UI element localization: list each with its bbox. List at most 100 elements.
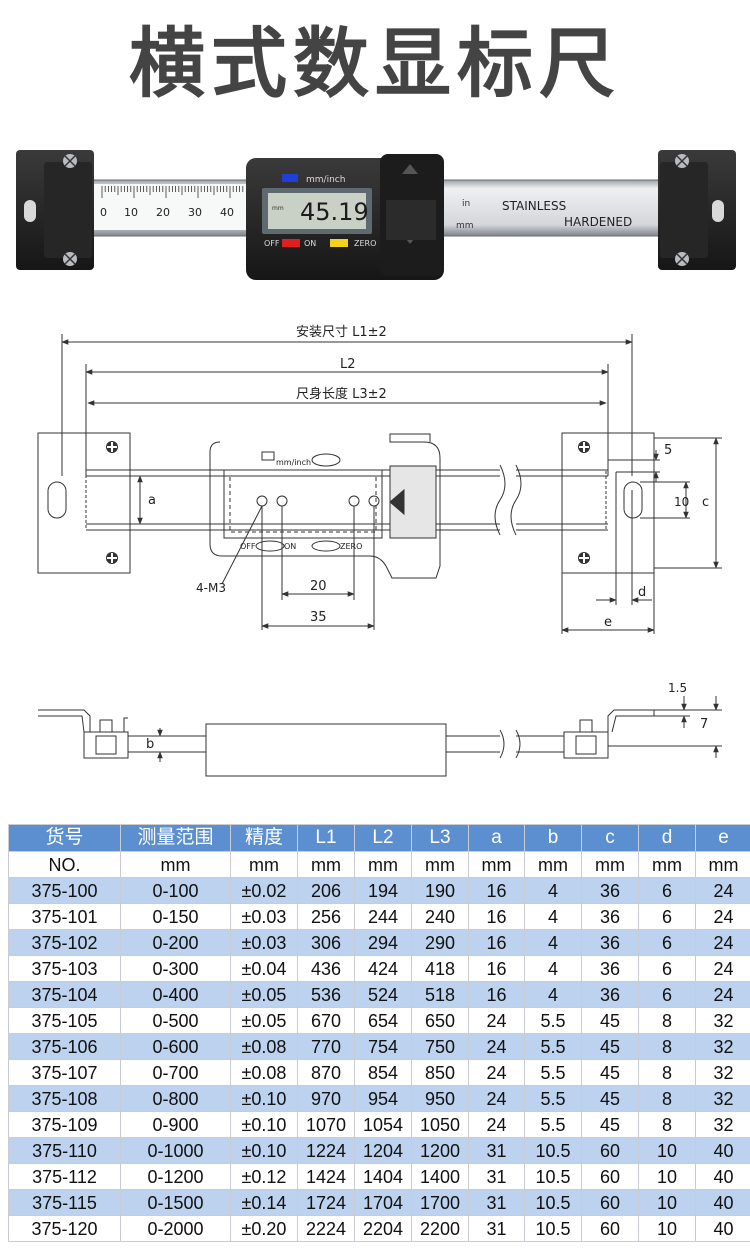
unit-header: mm xyxy=(468,851,525,878)
table-cell: 24 xyxy=(695,981,750,1008)
table-cell: 0-400 xyxy=(120,981,231,1008)
table-cell: 244 xyxy=(354,903,412,930)
column-header: L1 xyxy=(297,824,355,852)
table-cell: 1704 xyxy=(354,1189,412,1216)
table-cell: 2200 xyxy=(411,1215,469,1242)
table-cell: 654 xyxy=(354,1007,412,1034)
table-cell: 375-104 xyxy=(8,981,121,1008)
table-cell: 5.5 xyxy=(524,1007,582,1034)
unit-header: mm xyxy=(524,851,582,878)
lcd-reading: 45.19 xyxy=(300,198,369,226)
table-cell: 375-102 xyxy=(8,929,121,956)
table-cell: 45 xyxy=(581,1033,639,1060)
table-cell: 5.5 xyxy=(524,1111,582,1138)
table-cell: 954 xyxy=(354,1085,412,1112)
table-cell: 0-700 xyxy=(120,1059,231,1086)
dim-L1: 安装尺寸 L1±2 xyxy=(296,325,387,340)
table-cell: 36 xyxy=(581,929,639,956)
table-cell: 375-108 xyxy=(8,1085,121,1112)
table-cell: 0-800 xyxy=(120,1085,231,1112)
dim-1-5: 1.5 xyxy=(668,681,687,695)
table-cell: 206 xyxy=(297,877,355,904)
technical-drawing: 安装尺寸 L1±2 L2 尺身长度 L3±2 mm/inch OFF ON ZE… xyxy=(37,325,722,777)
table-cell: ±0.02 xyxy=(230,877,298,904)
table-cell: 950 xyxy=(411,1085,469,1112)
scale-number: 20 xyxy=(156,206,170,219)
table-cell: 8 xyxy=(638,1033,696,1060)
unit-header: mm xyxy=(354,851,412,878)
table-cell: 45 xyxy=(581,1007,639,1034)
table-cell: 10 xyxy=(638,1215,696,1242)
table-cell: 32 xyxy=(695,1085,750,1112)
table-cell: 10.5 xyxy=(524,1137,582,1164)
table-cell: 256 xyxy=(297,903,355,930)
table-cell: 60 xyxy=(581,1163,639,1190)
table-cell: 0-1000 xyxy=(120,1137,231,1164)
table-cell: 750 xyxy=(411,1033,469,1060)
table-cell: 1200 xyxy=(411,1137,469,1164)
scale-ticks xyxy=(101,186,244,198)
table-cell: 375-106 xyxy=(8,1033,121,1060)
zero-button[interactable] xyxy=(330,239,348,247)
table-cell: 31 xyxy=(468,1163,525,1190)
mm-inch-button[interactable] xyxy=(282,174,298,182)
dim-10: 10 xyxy=(674,495,689,509)
table-cell: 770 xyxy=(297,1033,355,1060)
table-cell: ±0.08 xyxy=(230,1059,298,1086)
table-cell: 32 xyxy=(695,1033,750,1060)
table-cell: 6 xyxy=(638,929,696,956)
column-header: 测量范围 xyxy=(120,824,231,852)
table-cell: 36 xyxy=(581,981,639,1008)
table-cell: 0-100 xyxy=(120,877,231,904)
table-cell: ±0.10 xyxy=(230,1137,298,1164)
table-cell: 24 xyxy=(468,1033,525,1060)
table-cell: 32 xyxy=(695,1007,750,1034)
table-cell: 6 xyxy=(638,955,696,982)
table-cell: 36 xyxy=(581,903,639,930)
table-cell: 194 xyxy=(354,877,412,904)
table-cell: ±0.05 xyxy=(230,981,298,1008)
column-header: a xyxy=(468,824,525,852)
scale-number: 10 xyxy=(124,206,138,219)
table-cell: 290 xyxy=(411,929,469,956)
table-cell: 40 xyxy=(695,1215,750,1242)
table-cell: 24 xyxy=(695,903,750,930)
table-cell: 670 xyxy=(297,1007,355,1034)
table-cell: 60 xyxy=(581,1215,639,1242)
dim-7: 7 xyxy=(700,717,708,732)
screw-icon xyxy=(106,441,118,453)
on-off-button[interactable] xyxy=(282,239,300,247)
table-cell: 6 xyxy=(638,981,696,1008)
page-title: 横式数显标尺 xyxy=(129,19,621,108)
display-units: mm/inch xyxy=(276,458,311,467)
screw-icon xyxy=(106,552,118,564)
table-cell: 2204 xyxy=(354,1215,412,1242)
table-cell: 1050 xyxy=(411,1111,469,1138)
table-cell: ±0.05 xyxy=(230,1007,298,1034)
table-cell: 0-900 xyxy=(120,1111,231,1138)
table-cell: 424 xyxy=(354,955,412,982)
table-cell: 1404 xyxy=(354,1163,412,1190)
table-cell: 10.5 xyxy=(524,1215,582,1242)
table-cell: 850 xyxy=(411,1059,469,1086)
table-cell: ±0.14 xyxy=(230,1189,298,1216)
table-cell: 24 xyxy=(695,877,750,904)
table-cell: 0-600 xyxy=(120,1033,231,1060)
dim-L3: 尺身长度 L3±2 xyxy=(296,386,387,402)
svg-text:mm: mm xyxy=(272,205,284,212)
table-cell: 16 xyxy=(468,929,525,956)
table-cell: 375-103 xyxy=(8,955,121,982)
table-cell: 10.5 xyxy=(524,1163,582,1190)
table-cell: 45 xyxy=(581,1085,639,1112)
table-cell: 24 xyxy=(468,1111,525,1138)
table-cell: 40 xyxy=(695,1163,750,1190)
table-cell: 4 xyxy=(524,981,582,1008)
